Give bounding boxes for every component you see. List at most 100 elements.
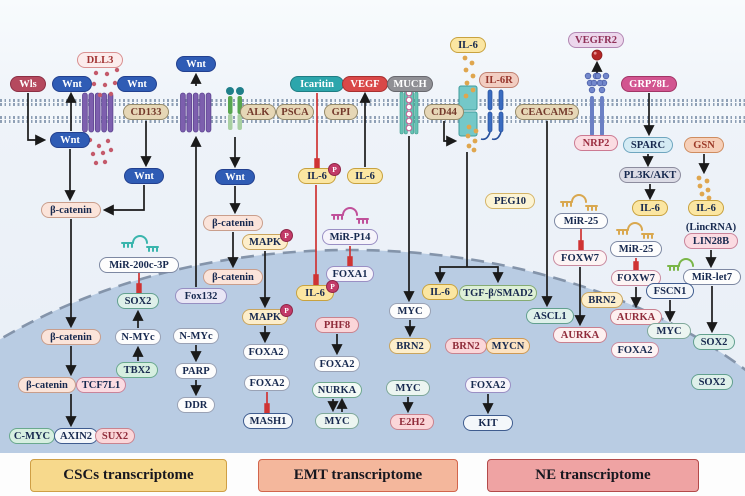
node-label-mir25-b: MiR-25 [618, 243, 654, 255]
node-mir25-a: MiR-25 [554, 213, 608, 229]
node-label-tbx2: TBX2 [123, 364, 151, 376]
node-bcat-5: β-catenin [18, 377, 76, 393]
node-label-sox2-a: SOX2 [124, 295, 152, 307]
node-lincrna: (LincRNA) [678, 219, 744, 235]
node-label-sparc: SPARC [630, 139, 666, 151]
node-vegfr2: VEGFR2 [568, 32, 624, 48]
node-gpi: GPI [324, 104, 358, 120]
node-label-wls: Wls [19, 78, 37, 90]
node-ceacam5: CEACAM5 [515, 104, 579, 120]
node-sox2-c: SOX2 [691, 374, 733, 390]
node-label-foxa2-d: FOXA2 [470, 379, 506, 391]
node-il6-top: IL-6 [450, 37, 486, 53]
node-myc-1: MYC [315, 413, 359, 429]
node-foxw7-a: FOXW7 [553, 250, 607, 266]
node-il6r: IL-6R [479, 72, 519, 88]
legend-label-0: CSCs transcriptome [63, 467, 194, 483]
node-label-il6-b: IL-6 [355, 170, 375, 182]
node-cd44: CD44 [424, 104, 464, 120]
legend-label-2: NE transcriptome [535, 467, 651, 483]
node-label-myc-3: MYC [395, 382, 421, 394]
node-label-mapk-p-2: MAPK [248, 311, 282, 323]
node-label-sox2-c: SOX2 [698, 376, 726, 388]
node-label-wnt-top-2: Wnt [127, 78, 147, 90]
legend-box-2: NE transcriptome [487, 459, 699, 492]
node-foxa2-d: FOXA2 [465, 377, 511, 393]
node-label-gsn: GSN [693, 139, 715, 151]
much-receptor [399, 89, 419, 135]
node-label-bcat-5: β-catenin [26, 379, 68, 391]
node-label-gpi: GPI [331, 106, 351, 118]
membrane-leaflet [0, 120, 745, 123]
il6-receptor-alpha [458, 85, 478, 137]
node-label-grp78l: GRP78L [629, 78, 669, 90]
node-label-bcat-3: β-catenin [50, 331, 92, 343]
node-pl3k: PL3K/AKT [619, 167, 681, 183]
node-sparc: SPARC [623, 137, 673, 153]
node-nrp2: NRP2 [574, 135, 618, 151]
node-label-vegfr2: VEGFR2 [575, 34, 617, 46]
node-gsn: GSN [684, 137, 724, 153]
node-label-phf8: PHF8 [323, 319, 351, 331]
node-brn2-a: BRN2 [389, 338, 431, 354]
node-label-myc-1: MYC [324, 415, 350, 427]
node-label-dll3: DLL3 [86, 54, 114, 66]
node-label-nmyc-2: N-MYc [179, 330, 213, 342]
node-label-much: MUCH [393, 78, 427, 90]
node-mash1: MASH1 [243, 413, 293, 429]
node-tcf7l1: TCF7L1 [76, 377, 126, 393]
node-myc-2: MYC [389, 303, 431, 319]
frizzled-receptor-2 [180, 92, 212, 133]
node-label-psca: PSCA [281, 106, 309, 118]
node-label-aurka-a: AURKA [560, 329, 600, 341]
node-label-foxw7-b: FOXW7 [617, 272, 655, 284]
node-label-wnt-cyt-1: Wnt [60, 134, 80, 146]
node-foxa2-a: FOXA2 [243, 344, 289, 360]
vegfr2-receptor [584, 72, 610, 136]
mirna-icon-orange-1 [560, 194, 598, 211]
node-label-wnt-top-3: Wnt [186, 58, 206, 70]
node-wls: Wls [10, 76, 46, 92]
node-label-alk: ALK [246, 106, 270, 118]
node-brn2-c: BRN2 [581, 292, 623, 308]
node-mycn: MYCN [486, 338, 530, 354]
pathway-edges [27, 60, 718, 428]
node-label-mir25-a: MiR-25 [563, 215, 599, 227]
phospho-badge: P [326, 280, 339, 293]
node-label-il6-c: IL-6 [640, 202, 660, 214]
node-label-bcat-1: β-catenin [50, 204, 92, 216]
node-psca: PSCA [276, 104, 314, 120]
edge-act-34 [467, 266, 504, 284]
node-mirp14: MiR-P14 [322, 229, 378, 245]
edge-act-0 [27, 93, 47, 146]
node-label-foxa1: FOXA1 [332, 268, 368, 280]
node-label-e2h2: E2H2 [399, 416, 425, 428]
node-tbx2: TBX2 [116, 362, 158, 378]
gsn-secreted-dots [696, 175, 712, 201]
node-label-il6r: IL-6R [485, 74, 513, 86]
node-label-cd44: CD44 [431, 106, 457, 118]
node-nurka: NURKA [312, 382, 362, 398]
node-label-wnt-top-1: Wnt [62, 78, 82, 90]
edge-act-33 [434, 266, 467, 284]
node-lin28b: LIN28B [684, 233, 738, 249]
node-bcat-3: β-catenin [41, 329, 101, 345]
node-nmyc-1: N-MYc [115, 329, 161, 345]
node-label-pl3k: PL3K/AKT [623, 169, 677, 181]
node-nmyc-2: N-MYc [173, 328, 219, 344]
node-bcat-1: β-catenin [41, 202, 101, 218]
node-sox2-b: SOX2 [693, 334, 735, 350]
node-ascl1: ASCL1 [526, 308, 574, 324]
node-label-parp: PARP [182, 365, 210, 377]
node-label-nrp2: NRP2 [582, 137, 610, 149]
node-label-aurka-b: AURKA [616, 311, 656, 323]
node-label-cmyc: C-MYC [13, 430, 51, 442]
node-label-brn2-a: BRN2 [396, 340, 424, 352]
node-tgfb: TGF-β/SMAD2 [459, 285, 537, 301]
node-label-il6-d: IL-6 [696, 202, 716, 214]
node-aurka-a: AURKA [553, 327, 607, 343]
legend-box-1: EMT transcriptome [258, 459, 458, 492]
